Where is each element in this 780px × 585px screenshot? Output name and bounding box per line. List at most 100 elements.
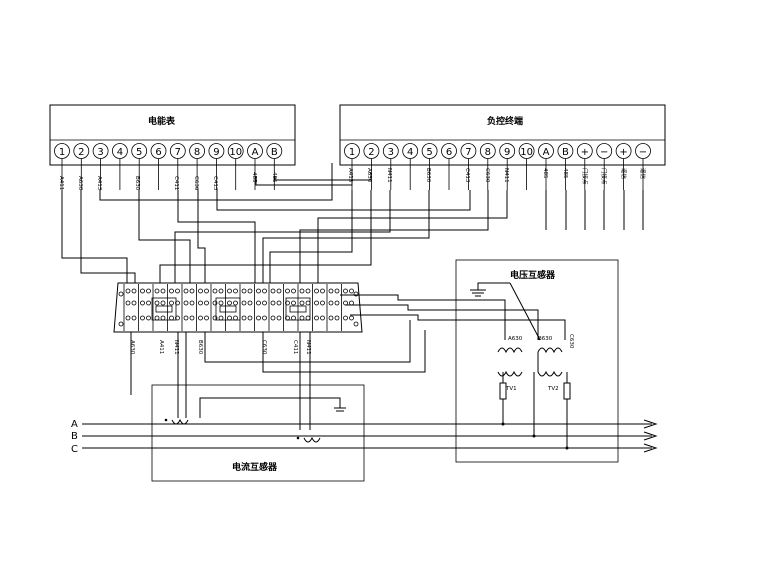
screw [212,300,218,306]
screw [175,300,180,306]
junction-labels: A630 A411 N411 B630 C630 C411 N411 [129,340,311,355]
terminal-number: − [600,147,608,158]
ct-title: 电流互感器 [232,461,278,473]
bus-arrow-b [643,431,658,441]
ct-coil-c [303,436,321,443]
screw [262,288,267,294]
meter-wire-label: 485 [251,172,257,183]
vt-label-b: B630 [538,336,553,342]
meter-wire-label: C630 [193,176,199,191]
screw [256,288,261,294]
screw [218,300,224,306]
screw [198,315,203,321]
screw [270,288,276,294]
screw [299,288,305,294]
screw [183,315,189,321]
screw [154,300,160,306]
controller-wire-label: N411 [386,168,392,183]
screw [314,288,319,294]
vt-box [455,259,619,463]
current-transformer: 电流互感器 [151,384,365,482]
screw [218,288,224,294]
screw [291,288,296,294]
screw [189,300,195,306]
screw [125,315,131,321]
controller-wire-label: 遥信 [620,168,628,180]
screw [131,300,137,306]
ct-box [151,384,365,482]
screw [227,288,232,294]
controller-wire-label: A413 [347,168,353,183]
meter-wire-label: C413 [212,176,218,191]
screw [270,315,276,321]
screw [334,315,340,321]
junction-label: B630 [197,340,203,355]
vt-title: 电压互感器 [510,269,556,281]
vt-coil-1-primary [497,347,523,354]
meter-wire-label: B630 [134,176,140,191]
screw [334,300,340,306]
terminal-number: 6 [155,147,161,158]
controller-wire-label: C630 [484,168,490,183]
controller-wire-labels: A413 A630 N411 B630 C413 C630 N411 485 4… [347,168,647,185]
screw [241,288,247,294]
screw [247,288,253,294]
meter-wire-label: A411 [58,176,64,190]
screw [305,288,311,294]
terminal-number: 4 [407,147,413,158]
screw [256,300,261,306]
screw [241,315,247,321]
junction-cells [118,284,359,331]
controller-wire-label: C413 [464,168,470,183]
junction-label: A411 [158,340,164,354]
controller-wire-label: 门接点 [600,168,608,185]
terminal-number: 7 [465,147,471,158]
screw [320,300,325,306]
mount-hole [353,321,359,327]
screw [349,315,354,321]
screw [276,300,282,306]
phase-buses: A B C [71,419,658,455]
screw [233,288,238,294]
screw [343,288,348,294]
controller-wire-label: 485 [562,168,568,179]
screw [270,300,276,306]
strip-to-transformer-wires [130,294,566,430]
test-link [289,305,307,313]
screw [299,300,305,306]
meter-box [49,104,296,166]
controller-title: 负控终端 [487,115,523,127]
terminal-number: 10 [229,147,242,158]
screw [212,315,218,321]
screw [276,288,282,294]
test-link-slot [285,297,311,321]
screw [169,288,174,294]
screw [285,288,290,294]
terminal-number: 9 [213,147,219,158]
screw [314,315,319,321]
terminal-number: B [271,147,278,158]
screw [227,300,232,306]
junction-label: C411 [292,340,298,354]
test-link [155,305,173,313]
fuse-tv2 [563,382,571,400]
terminal-number: B [562,147,569,158]
voltage-transformer: 电压互感器 A630 B630 C630 TV1 TV2 [455,259,619,463]
terminal-number: 8 [194,147,200,158]
screw [146,300,151,306]
controller-wire-label: A630 [366,168,372,183]
screw [146,288,151,294]
screw [125,300,131,306]
phase-label-c: C [71,444,78,455]
terminal-number: 3 [388,147,394,158]
terminal-number: 1 [349,147,355,158]
mount-hole [118,291,124,297]
vt-coil-2-primary [537,347,563,354]
terminal-number: 4 [117,147,123,158]
junction-label: N411 [305,340,311,355]
phase-label-b: B [71,431,78,442]
screw [131,315,137,321]
meter-wire-label: A413 [96,176,102,191]
